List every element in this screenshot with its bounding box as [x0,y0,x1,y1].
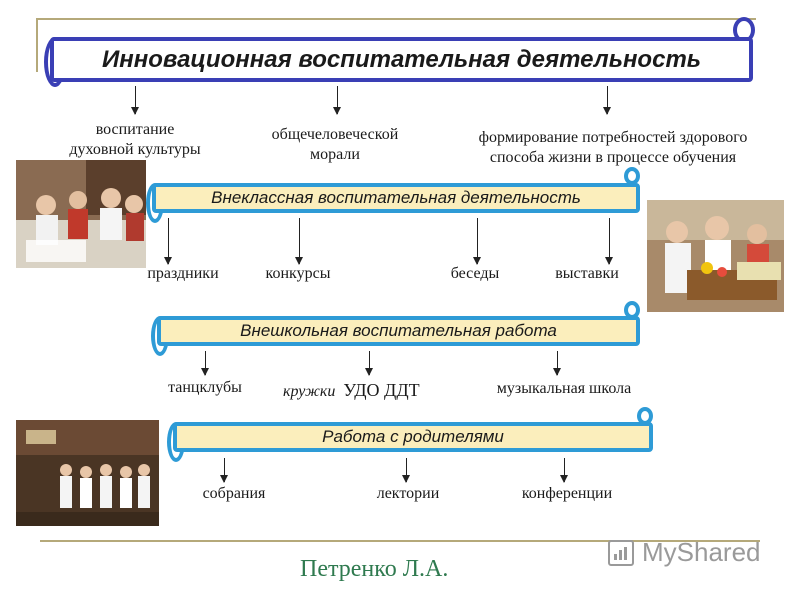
photo-performance [16,420,159,526]
main-title: Инновационная воспитательная деятельност… [101,45,702,73]
watermark-text: MyShared [642,537,761,567]
item-music-school: музыкальная школа [496,380,632,397]
section-parents-title: Работа с родителями [322,427,504,446]
arrow-meetings [220,458,228,483]
watermark-logo: MyShared [608,537,761,568]
presentation-icon [608,539,634,566]
arrow-topic-2 [333,86,341,115]
item-lectures: лектории [376,485,440,502]
arrow-lectures [402,458,410,483]
section-outside-school-banner: Внешкольная воспитательная работа [157,316,640,346]
arrow-topic-1 [131,86,139,115]
item-contests: конкурсы [265,265,331,282]
item-holidays: праздники [147,265,219,282]
arrow-music-school [553,351,561,376]
topic-universal-morality: общечеловеческой морали [271,126,399,163]
section-outside-school-title: Внешкольная воспитательная работа [240,321,557,340]
item-exhibitions: выставки [555,265,619,282]
arrow-circles [365,351,373,376]
arrow-conferences [560,458,568,483]
top-rule [36,18,756,20]
arrow-topic-3 [603,86,611,115]
item-circles: кружки УДО ДДТ [283,380,420,400]
section-parents-banner: Работа с родителями [173,422,653,452]
topic-spiritual-culture: воспитание духовной культуры [69,121,201,158]
bottom-rule [40,540,760,542]
photo-children-class [16,160,146,268]
photo-exhibition [647,200,784,312]
item-talks: беседы [450,265,500,282]
author-name: Петренко Л.А. [300,556,449,582]
section-extracurricular-title: Внеклассная воспитательная деятельность [211,188,581,207]
item-dance-clubs: танцклубы [168,379,242,396]
item-conferences: конференции [521,485,613,502]
topic-healthy-lifestyle: формирование потребностей здорового спос… [478,129,748,166]
arrow-dance-clubs [201,351,209,376]
arrow-contests [295,218,303,265]
arrow-exhibitions [605,218,613,265]
main-title-banner: Инновационная воспитательная деятельност… [50,37,753,82]
arrow-holidays [164,218,172,265]
item-meetings: собрания [202,485,266,502]
arrow-talks [473,218,481,265]
section-extracurricular-banner: Внеклассная воспитательная деятельность [152,183,640,213]
left-rule [36,18,38,72]
